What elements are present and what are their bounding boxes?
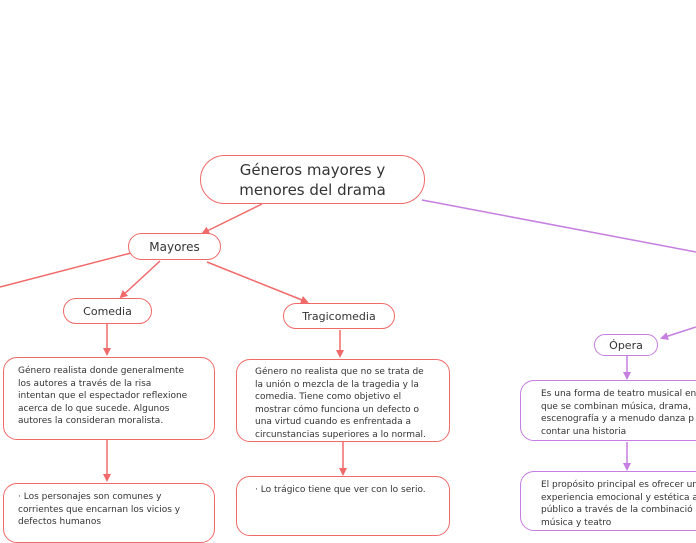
edge-mayores-tragicomedia	[206, 261, 309, 304]
opera-detail[interactable]: El propósito principal es ofrecer un exp…	[520, 471, 696, 531]
topic-tragicomedia[interactable]: Tragicomedia	[283, 303, 395, 329]
opera-description-text: Es una forma de teatro musical en que se…	[541, 389, 696, 437]
tragicomedia-description-text: Género no realista que no se trata de la…	[255, 367, 426, 440]
topic-comedia[interactable]: Comedia	[63, 298, 152, 324]
tragicomedia-detail-text: · Lo trágico tiene que ver con lo serio.	[255, 485, 426, 495]
topic-opera[interactable]: Ópera	[594, 334, 658, 356]
opera-description[interactable]: Es una forma de teatro musical en que se…	[520, 380, 696, 441]
tragicomedia-detail[interactable]: · Lo trágico tiene que ver con lo serio.	[236, 476, 450, 536]
comedia-description[interactable]: Género realista donde generalmente los a…	[3, 357, 215, 440]
topic-mayores-label: Mayores	[149, 239, 200, 254]
topic-root-label: Géneros mayores y menores del drama	[239, 160, 386, 199]
tragicomedia-description[interactable]: Género no realista que no se trata de la…	[236, 359, 450, 442]
edge-root-offscreen	[421, 199, 696, 253]
edge-mayores-offscreen	[0, 252, 132, 288]
connector-lines	[0, 199, 696, 482]
edge-offscreen-opera	[660, 326, 696, 340]
comedia-detail[interactable]: · Los personajes son comunes y corriente…	[3, 483, 215, 543]
topic-tragicomedia-label: Tragicomedia	[302, 309, 376, 323]
edge-root-mayores	[201, 203, 263, 234]
topic-root[interactable]: Géneros mayores y menores del drama	[200, 155, 425, 204]
topic-opera-label: Ópera	[609, 338, 643, 352]
edge-mayores-comedia	[119, 260, 161, 299]
comedia-description-text: Género realista donde generalmente los a…	[18, 366, 188, 427]
opera-detail-text: El propósito principal es ofrecer un exp…	[541, 480, 696, 528]
topic-mayores[interactable]: Mayores	[128, 233, 221, 260]
comedia-detail-text: · Los personajes son comunes y corriente…	[18, 492, 181, 528]
topic-comedia-label: Comedia	[83, 304, 132, 318]
